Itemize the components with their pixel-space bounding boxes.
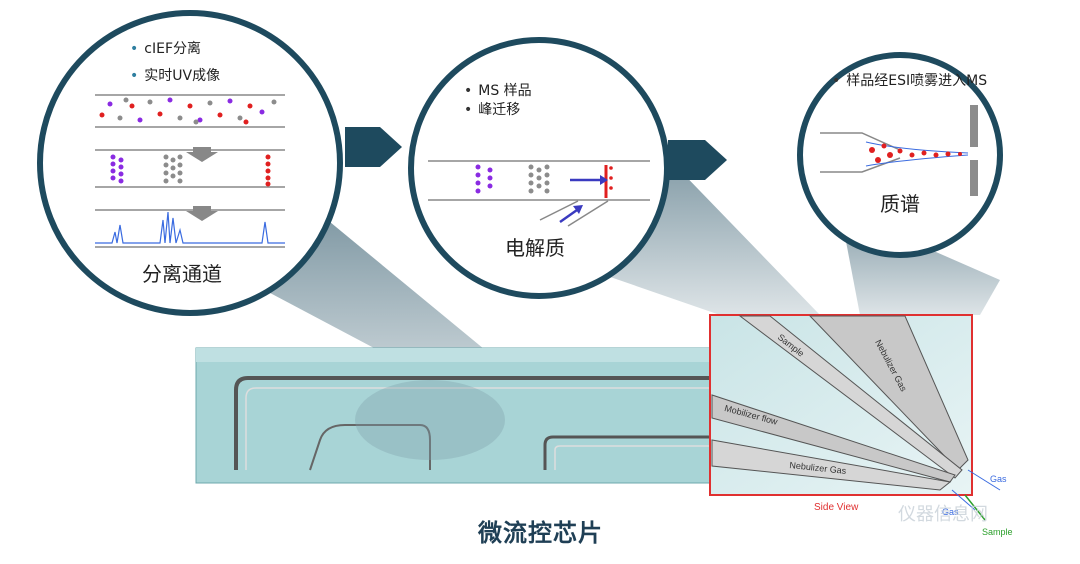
uv-trace bbox=[95, 211, 285, 244]
circle3-label: 质谱 bbox=[880, 192, 920, 216]
circle-separation-channel bbox=[37, 10, 343, 316]
outlet-gas-1: Gas bbox=[990, 474, 1007, 484]
gray-band bbox=[163, 154, 183, 184]
arrow-1-to-2 bbox=[345, 127, 402, 167]
electrolyte-arrow bbox=[559, 208, 578, 224]
gray-band bbox=[528, 164, 550, 194]
circle2-bullet-2: • 峰迁移 bbox=[464, 99, 520, 119]
purple-band bbox=[475, 164, 493, 194]
bullet-text: 实时UV成像 bbox=[144, 68, 221, 84]
chip-title: 微流控芯片 bbox=[478, 519, 603, 547]
circle2-label: 电解质 bbox=[505, 236, 565, 260]
circle1-bullet-1: • cIEF分离 bbox=[130, 38, 201, 58]
bullet-text: MS 样品 bbox=[478, 83, 532, 99]
outlet-gas-2: Gas bbox=[942, 507, 959, 517]
mixed-sample-dots bbox=[99, 97, 277, 125]
bullet-dot: • bbox=[130, 68, 139, 84]
circle-mobilization bbox=[408, 37, 670, 299]
circle1-label: 分离通道 bbox=[142, 262, 222, 286]
bullet-text: cIEF分离 bbox=[144, 41, 201, 57]
microfluidic-chip bbox=[195, 347, 757, 484]
spray-droplets bbox=[869, 143, 962, 163]
red-band bbox=[604, 165, 613, 198]
side-view-panel bbox=[709, 314, 1001, 521]
bullet-dot: • bbox=[464, 83, 473, 99]
watermark-logo: 仪器信息网 bbox=[898, 504, 988, 525]
purple-band bbox=[110, 154, 124, 184]
circle2-bullet-1: • MS 样品 bbox=[464, 80, 532, 100]
circle3-bullet-1: • 样品经ESI喷雾进入MS bbox=[832, 70, 987, 90]
side-view-caption: Side View bbox=[814, 502, 859, 513]
bullet-text: 样品经ESI喷雾进入MS bbox=[846, 73, 988, 89]
circle1-bullet-2: • 实时UV成像 bbox=[130, 65, 220, 85]
red-band bbox=[265, 154, 271, 187]
arrow-2-to-3 bbox=[668, 140, 727, 180]
bullet-dot: • bbox=[832, 73, 841, 89]
outlet-sample: Sample bbox=[982, 527, 1013, 537]
bullet-text: 峰迁移 bbox=[478, 102, 521, 118]
circle-mass-spec bbox=[797, 52, 1003, 258]
bullet-dot: • bbox=[130, 41, 139, 57]
bullet-dot: • bbox=[464, 102, 473, 118]
